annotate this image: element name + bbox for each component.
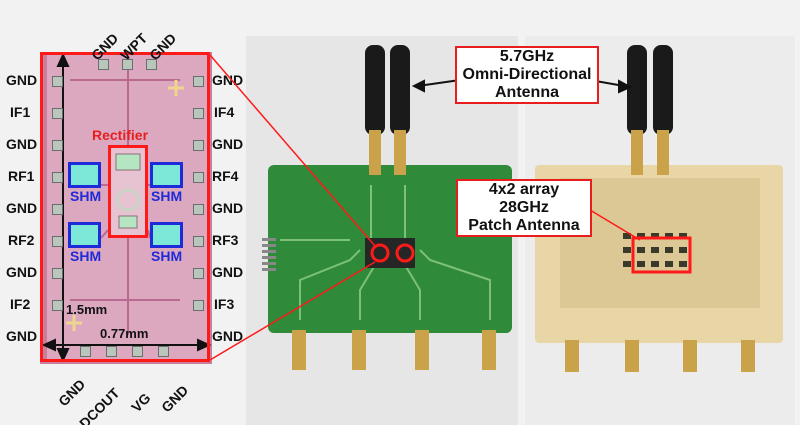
pin-label-left: IF2 (10, 296, 31, 312)
pad (132, 346, 143, 357)
pin-label-right: GND (212, 328, 244, 344)
pad (193, 140, 204, 151)
die-width-label: 0.77mm (100, 326, 149, 341)
shm-label: SHM (151, 188, 183, 204)
patch-callout-line: 4x2 array (488, 181, 560, 198)
pin-label-right: GND (212, 200, 244, 216)
patch-callout-line: Patch Antenna (468, 217, 580, 234)
pad (52, 204, 63, 215)
pad (193, 108, 204, 119)
pin-label-right: GND (212, 264, 244, 280)
pin-label-right: IF3 (214, 296, 235, 312)
omni-callout-line: Antenna (495, 84, 559, 101)
chip-outline (40, 52, 210, 362)
pad (193, 172, 204, 183)
patch-antenna-callout: 4x2 array 28GHz Patch Antenna (456, 179, 592, 237)
pin-label-right: RF4 (212, 168, 239, 184)
pad (52, 236, 63, 247)
rectifier-label: Rectifier (92, 127, 149, 143)
pad (52, 140, 63, 151)
pin-label-left: GND (6, 264, 38, 280)
omni-callout-line: Omni-Directional (462, 66, 592, 83)
pad (52, 108, 63, 119)
pin-label-left: GND (6, 200, 38, 216)
patch-callout-line: 28GHz (499, 199, 549, 216)
pad (98, 59, 109, 70)
rectifier-circuit (115, 153, 141, 229)
pin-label-right: IF4 (214, 104, 235, 120)
shm-label: SHM (151, 248, 183, 264)
shm-label: SHM (70, 188, 102, 204)
die-height-label: 1.5mm (66, 302, 108, 317)
shm-block (150, 222, 183, 248)
pin-label-left: RF2 (8, 232, 35, 248)
omni-antenna-callout: 5.7GHz Omni-Directional Antenna (455, 46, 599, 104)
pin-label-left: RF1 (8, 168, 35, 184)
pin-label-left: GND (6, 328, 38, 344)
pin-label-left: GND (6, 72, 38, 88)
pin-label-right: RF3 (212, 232, 239, 248)
pad (122, 59, 133, 70)
pad (52, 172, 63, 183)
pin-label-right: GND (212, 136, 244, 152)
pad (52, 300, 63, 311)
shm-block (68, 222, 101, 248)
pad (52, 268, 63, 279)
pad (193, 76, 204, 87)
rectifier-box (108, 145, 148, 238)
pad (146, 59, 157, 70)
pin-label-left: IF1 (10, 104, 31, 120)
pad (106, 346, 117, 357)
shm-block (150, 162, 183, 188)
pad (52, 76, 63, 87)
omni-callout-line: 5.7GHz (499, 48, 555, 65)
pin-label-left: GND (6, 136, 38, 152)
shm-block (68, 162, 101, 188)
shm-label: SHM (70, 248, 102, 264)
pad (193, 268, 204, 279)
pad (193, 300, 204, 311)
pad (193, 204, 204, 215)
pad (80, 346, 91, 357)
pad (158, 346, 169, 357)
antenna-board-inner (560, 178, 760, 308)
pad (193, 236, 204, 247)
